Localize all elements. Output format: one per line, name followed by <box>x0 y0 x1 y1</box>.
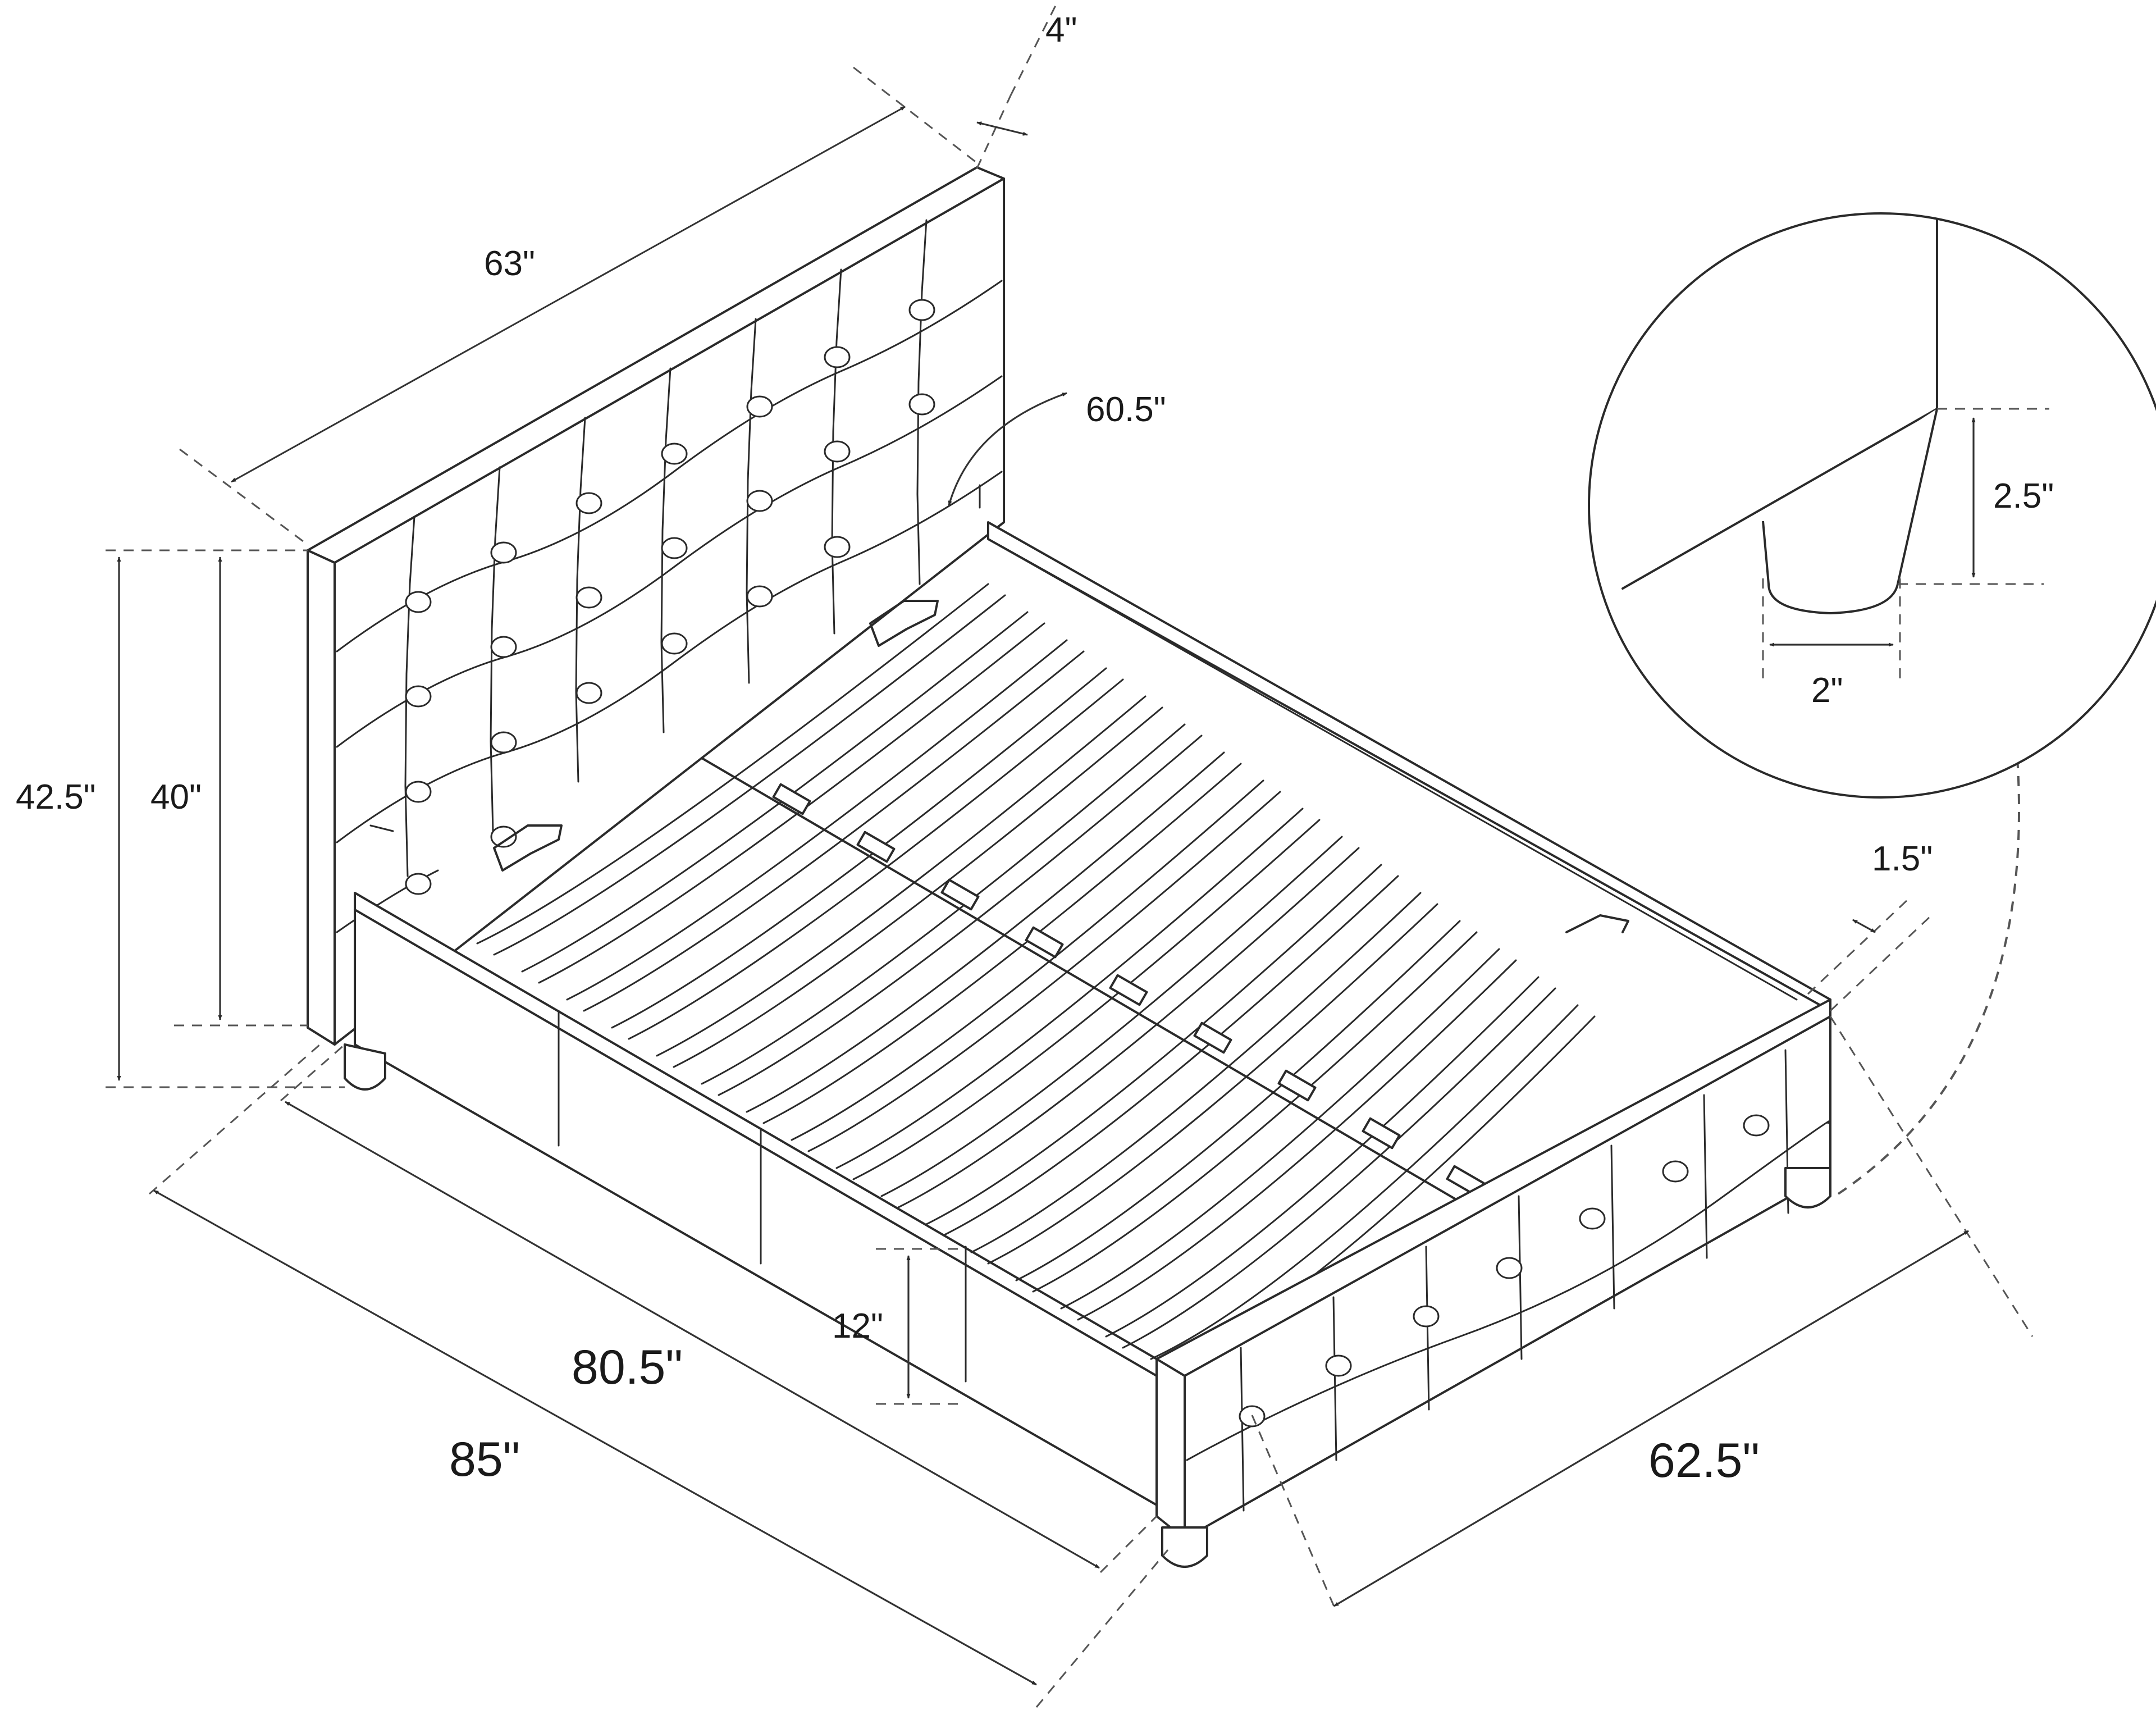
label-total-length: 85" <box>449 1433 520 1486</box>
label-total-width: 62.5" <box>1648 1434 1760 1488</box>
leg-detail-circle: 2.5" 2" <box>1588 212 2156 799</box>
label-headboard-depth: 4" <box>1045 11 1077 49</box>
label-headboard-width: 63" <box>484 244 535 283</box>
label-rail-height: 12" <box>832 1307 883 1346</box>
dimension-headboard-width: 63" <box>179 66 977 542</box>
label-inner-width: 60.5" <box>1086 390 1166 429</box>
label-leg-height: 2.5" <box>1993 477 2054 516</box>
label-leg-width: 2" <box>1811 671 1843 710</box>
dimension-rail-thickness: 1.5" <box>1807 840 1933 1012</box>
label-headboard-height: 40" <box>150 778 202 817</box>
dimension-headboard-depth: 4" <box>976 5 1077 169</box>
dimension-total-height: 42.5" <box>16 549 345 1088</box>
bed-legs <box>344 1043 1831 1568</box>
label-rail-thickness: 1.5" <box>1872 840 1933 878</box>
dimension-headboard-height: 40" <box>150 557 308 1027</box>
detail-callout-arrow <box>1837 733 2025 1195</box>
bed-drawing <box>307 166 1831 1568</box>
side-rail-left <box>354 892 1158 1506</box>
dimension-total-width: 62.5" <box>1251 1016 2034 1612</box>
dimension-inner-width: 60.5" <box>369 390 1166 832</box>
label-inner-length: 80.5" <box>572 1340 683 1394</box>
label-total-height: 42.5" <box>16 778 96 817</box>
dimension-total-length: 85" <box>149 1043 1169 1708</box>
